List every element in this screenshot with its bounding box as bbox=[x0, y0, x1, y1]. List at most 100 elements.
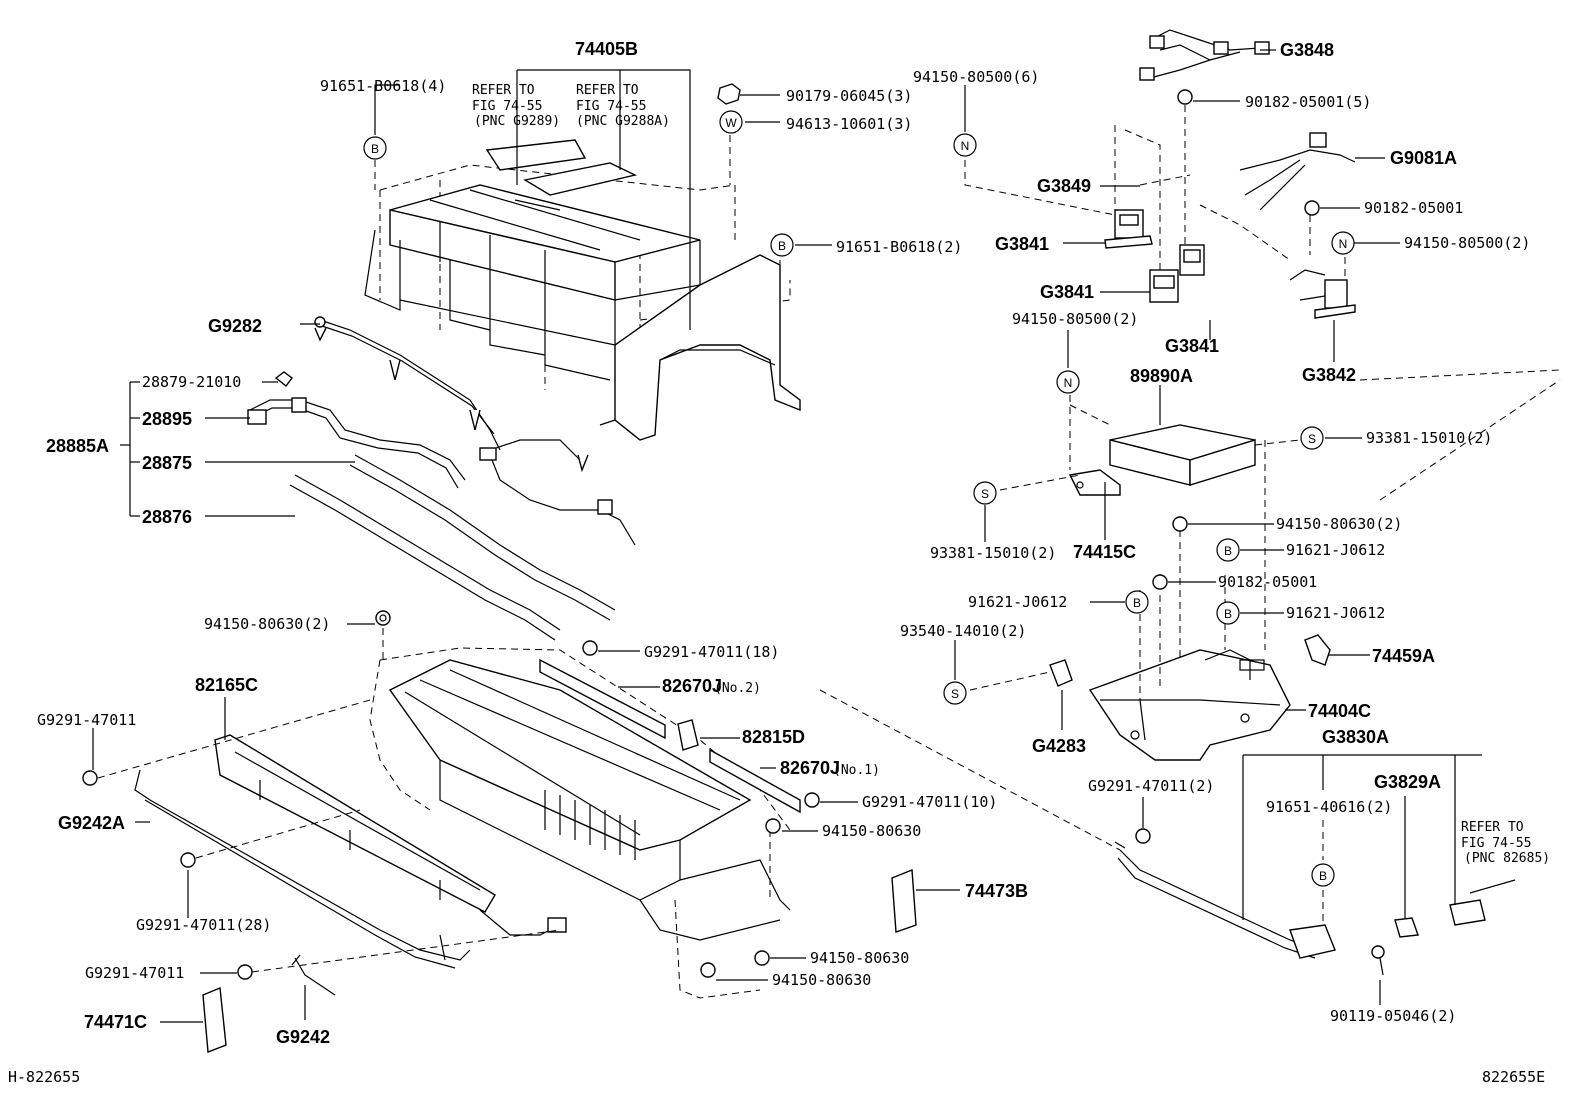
label-28895: 28895 bbox=[142, 409, 192, 429]
symbol-N-1: N bbox=[953, 133, 977, 157]
label-no2: (No.2) bbox=[714, 681, 761, 696]
label-G4283: G4283 bbox=[1032, 736, 1086, 756]
symbol-B-6: B bbox=[1311, 863, 1335, 887]
cover-74473B bbox=[891, 868, 917, 933]
svg-text:S: S bbox=[981, 487, 989, 501]
label-G9242: G9242 bbox=[276, 1027, 330, 1047]
nut-icon bbox=[1172, 516, 1188, 532]
label-90182-05001-b: 90182-05001 bbox=[1218, 573, 1317, 591]
nut-icon bbox=[700, 962, 716, 978]
label-90182-05001-5: 90182-05001(5) bbox=[1245, 93, 1371, 111]
bracket-74459A bbox=[1304, 634, 1331, 666]
nut-icon bbox=[1304, 200, 1320, 216]
bracket-74415C bbox=[1068, 469, 1121, 496]
label-91621-J0612-b: 91621-J0612 bbox=[968, 593, 1067, 611]
symbol-S-2: S bbox=[973, 481, 997, 505]
bolt-90119 bbox=[1371, 945, 1385, 976]
hose-28876 bbox=[289, 474, 561, 641]
label-89890A: 89890A bbox=[1130, 366, 1193, 386]
wire-G3830A bbox=[1114, 841, 1336, 959]
label-94150-80630-c: 94150-80630 bbox=[772, 971, 871, 989]
label-94150-80630-a: 94150-80630 bbox=[822, 822, 921, 840]
label-90182-05001-a: 90182-05001 bbox=[1364, 199, 1463, 217]
nut-icon bbox=[1177, 89, 1193, 105]
label-74404C: 74404C bbox=[1308, 701, 1371, 721]
clip-28879 bbox=[274, 371, 293, 387]
nut-icon bbox=[1135, 828, 1151, 844]
label-94150-80500-2b: 94150-80500(2) bbox=[1012, 310, 1138, 328]
label-G9291-47011-a: G9291-47011 bbox=[37, 711, 136, 729]
svg-text:B: B bbox=[1133, 596, 1141, 610]
label-G9291-47011-18: G9291-47011(18) bbox=[644, 643, 779, 661]
label-28885A: 28885A bbox=[46, 436, 109, 456]
nut-icon bbox=[754, 950, 770, 966]
label-94150-80630-b: 94150-80630 bbox=[810, 949, 909, 967]
connector-bundle bbox=[479, 909, 567, 936]
svg-text:S: S bbox=[1308, 432, 1316, 446]
wire-harness-g9282 bbox=[314, 316, 636, 546]
symbol-S-1: S bbox=[1300, 426, 1324, 450]
footer-left-code: H-822655 bbox=[8, 1068, 80, 1086]
label-G9291-47011-10: G9291-47011(10) bbox=[862, 793, 997, 811]
symbol-B-4: B bbox=[1125, 590, 1149, 614]
svg-text:B: B bbox=[1224, 607, 1232, 621]
svg-text:S: S bbox=[951, 687, 959, 701]
label-G9291-47011-28: G9291-47011(28) bbox=[136, 916, 271, 934]
svg-text:W: W bbox=[725, 116, 737, 130]
cover-82815D bbox=[677, 719, 699, 751]
symbol-N-3: N bbox=[1056, 370, 1080, 394]
svg-text:B: B bbox=[1224, 544, 1232, 558]
label-82670J-no1: 82670J bbox=[780, 758, 840, 778]
symbol-N-2: N bbox=[1331, 231, 1355, 255]
nut-icon bbox=[180, 852, 196, 868]
symbol-B-5: B bbox=[1216, 601, 1240, 625]
label-G3830A: G3830A bbox=[1322, 727, 1389, 747]
label-74405B: 74405B bbox=[575, 39, 638, 59]
cover-82685 bbox=[1449, 899, 1486, 926]
refer-text-1c: (PNC G9289) bbox=[474, 114, 560, 129]
nut-icon bbox=[804, 792, 820, 808]
label-G3841-c: G3841 bbox=[1165, 336, 1219, 356]
refer-text-2a: REFER TO bbox=[576, 83, 639, 98]
label-82670J-no2: 82670J bbox=[662, 676, 722, 696]
nut-icon bbox=[237, 964, 253, 980]
clip-G4283 bbox=[1049, 659, 1073, 687]
label-91621-J0612-c: 91621-J0612 bbox=[1286, 604, 1385, 622]
symbol-B-1: B bbox=[363, 136, 387, 160]
symbol-S-3: S bbox=[943, 681, 967, 705]
label-G3849: G3849 bbox=[1037, 176, 1091, 196]
relay-G3842 bbox=[1289, 269, 1356, 319]
hose-28895 bbox=[247, 397, 466, 489]
label-G9282: G9282 bbox=[208, 316, 262, 336]
refer-text-1b: FIG 74-55 bbox=[472, 99, 542, 114]
nut-icon bbox=[765, 818, 781, 834]
cover-74471C bbox=[202, 986, 227, 1053]
refer-text-3b: FIG 74-55 bbox=[1461, 836, 1531, 851]
label-28875: 28875 bbox=[142, 453, 192, 473]
nut-icon bbox=[717, 83, 741, 105]
bracket-74404C bbox=[1088, 649, 1291, 761]
relay-G3849 bbox=[1104, 209, 1153, 249]
svg-text:B: B bbox=[371, 142, 379, 156]
label-94150-80500-6: 94150-80500(6) bbox=[913, 68, 1039, 86]
svg-text:B: B bbox=[778, 239, 786, 253]
refer-text-1a: REFER TO bbox=[472, 83, 535, 98]
label-93540-14010: 93540-14010(2) bbox=[900, 622, 1026, 640]
label-28876: 28876 bbox=[142, 507, 192, 527]
nut-icon bbox=[582, 640, 598, 656]
label-G9291-47011-2: G9291-47011(2) bbox=[1088, 777, 1214, 795]
svg-text:B: B bbox=[1319, 869, 1327, 883]
nut-icon bbox=[375, 610, 391, 626]
nut-icon bbox=[1152, 574, 1168, 590]
relay-G3841-a bbox=[1149, 269, 1179, 303]
label-94613-10601: 94613-10601(3) bbox=[786, 115, 912, 133]
label-93381-15010-2a: 93381-15010(2) bbox=[1366, 429, 1492, 447]
label-G3841-b: G3841 bbox=[1040, 282, 1094, 302]
label-91651-B0618-4: 91651-B0618(4) bbox=[320, 77, 446, 95]
label-74459A: 74459A bbox=[1372, 646, 1435, 666]
refer-text-3c: (PNC 82685) bbox=[1464, 851, 1550, 866]
label-91621-J0612-a: 91621-J0612 bbox=[1286, 541, 1385, 559]
svg-text:N: N bbox=[961, 139, 970, 153]
label-74473B: 74473B bbox=[965, 881, 1028, 901]
